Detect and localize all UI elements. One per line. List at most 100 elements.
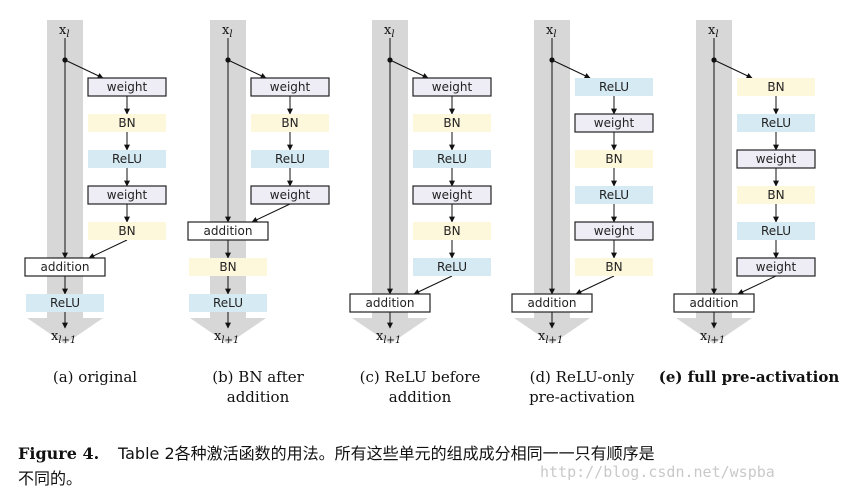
- relu-block-box: [251, 150, 329, 168]
- weight-block-label: weight: [432, 80, 473, 94]
- weight-block-label: weight: [432, 188, 473, 202]
- input-label: xl: [59, 23, 70, 40]
- addition-block-box: [673, 293, 755, 313]
- branch-out-line: [251, 203, 291, 223]
- weight-block-box: [412, 185, 492, 205]
- bn-block-label: BN: [605, 152, 622, 166]
- relu-block-box: [737, 114, 815, 132]
- bn-block-label: BN: [118, 224, 135, 238]
- unit-e: xlxl+1BNReLUweightBNReLUweightaddition(e…: [659, 20, 840, 386]
- relu-block: ReLU: [189, 294, 267, 312]
- addition-block: addition: [673, 293, 755, 313]
- weight-block: weight: [574, 221, 654, 241]
- weight-block-label: weight: [107, 188, 148, 202]
- relu-block-label: ReLU: [437, 152, 467, 166]
- bn-block-label: BN: [443, 224, 460, 238]
- bn-block: BN: [575, 150, 653, 168]
- diagram-caption: (e) full pre-activation: [659, 368, 840, 386]
- relu-block: ReLU: [413, 258, 491, 276]
- bn-block-box: [189, 258, 267, 276]
- bn-block-label: BN: [281, 116, 298, 130]
- weight-block-box: [574, 221, 654, 241]
- branch-in-line: [64, 59, 104, 79]
- weight-block-label: weight: [756, 260, 797, 274]
- relu-block-label: ReLU: [112, 152, 142, 166]
- branch-in-line: [389, 59, 429, 79]
- relu-block: ReLU: [575, 78, 653, 96]
- input-label: xl: [546, 23, 557, 40]
- bn-block: BN: [413, 222, 491, 240]
- weight-block: weight: [87, 77, 167, 97]
- relu-block-label: ReLU: [761, 224, 791, 238]
- branch-in-line: [713, 59, 753, 79]
- weight-block-label: weight: [270, 188, 311, 202]
- weight-block-box: [87, 185, 167, 205]
- addition-block-label: addition: [366, 296, 415, 310]
- branch-out-line: [88, 239, 128, 259]
- branch-out-line: [575, 275, 615, 295]
- diagram-caption: (c) ReLU before: [360, 368, 481, 386]
- relu-block-box: [737, 222, 815, 240]
- bn-block-label: BN: [767, 188, 784, 202]
- relu-block: ReLU: [737, 114, 815, 132]
- figure-caption-line1: Table 2各种激活函数的用法。所有这些单元的组成成分相同一一只有顺序是: [117, 444, 655, 463]
- weight-block: weight: [250, 185, 330, 205]
- diagram-caption: (b) BN after: [212, 368, 304, 386]
- relu-block-box: [413, 150, 491, 168]
- weight-block: weight: [87, 185, 167, 205]
- relu-block-label: ReLU: [599, 80, 629, 94]
- diagram-caption: addition: [227, 388, 290, 406]
- weight-block-box: [736, 149, 816, 169]
- bn-block-box: [737, 186, 815, 204]
- branch-out-line: [737, 275, 777, 295]
- bn-block-box: [413, 222, 491, 240]
- relu-block-box: [575, 186, 653, 204]
- bn-block-box: [88, 222, 166, 240]
- relu-block: ReLU: [575, 186, 653, 204]
- relu-block: ReLU: [26, 294, 104, 312]
- relu-block: ReLU: [413, 150, 491, 168]
- weight-block: weight: [250, 77, 330, 97]
- relu-block-box: [189, 294, 267, 312]
- addition-block-label: addition: [204, 224, 253, 238]
- weight-block: weight: [574, 113, 654, 133]
- bn-block: BN: [575, 258, 653, 276]
- weight-block-label: weight: [107, 80, 148, 94]
- weight-block-box: [250, 77, 330, 97]
- weight-block-box: [736, 257, 816, 277]
- unit-c: xlxl+1weightBNReLUweightBNReLUaddition(c…: [349, 20, 492, 406]
- weight-block-label: weight: [594, 224, 635, 238]
- figure-caption-label: Figure 4.: [18, 444, 99, 463]
- addition-block: addition: [511, 293, 593, 313]
- bn-block: BN: [737, 78, 815, 96]
- bn-block-box: [737, 78, 815, 96]
- relu-block-box: [575, 78, 653, 96]
- bn-block-box: [88, 114, 166, 132]
- addition-block-box: [24, 257, 106, 277]
- input-label: xl: [222, 23, 233, 40]
- unit-b: xlxl+1weightBNReLUweightadditionBNReLU(b…: [187, 20, 330, 406]
- weight-block: weight: [412, 185, 492, 205]
- relu-block-label: ReLU: [275, 152, 305, 166]
- relu-block-box: [413, 258, 491, 276]
- input-label: xl: [708, 23, 719, 40]
- diagram-caption: addition: [389, 388, 452, 406]
- bn-block-box: [251, 114, 329, 132]
- bn-block: BN: [88, 114, 166, 132]
- bn-block-label: BN: [118, 116, 135, 130]
- weight-block: weight: [412, 77, 492, 97]
- addition-block-box: [511, 293, 593, 313]
- relu-block-label: ReLU: [50, 296, 80, 310]
- addition-block-box: [187, 221, 269, 241]
- relu-block: ReLU: [251, 150, 329, 168]
- branch-out-line: [413, 275, 453, 295]
- addition-block: addition: [24, 257, 106, 277]
- weight-block-label: weight: [756, 152, 797, 166]
- relu-block-label: ReLU: [599, 188, 629, 202]
- figure-caption-line2: 不同的。: [18, 469, 82, 488]
- weight-block-label: weight: [594, 116, 635, 130]
- relu-block-label: ReLU: [213, 296, 243, 310]
- relu-block-box: [88, 150, 166, 168]
- bn-block: BN: [251, 114, 329, 132]
